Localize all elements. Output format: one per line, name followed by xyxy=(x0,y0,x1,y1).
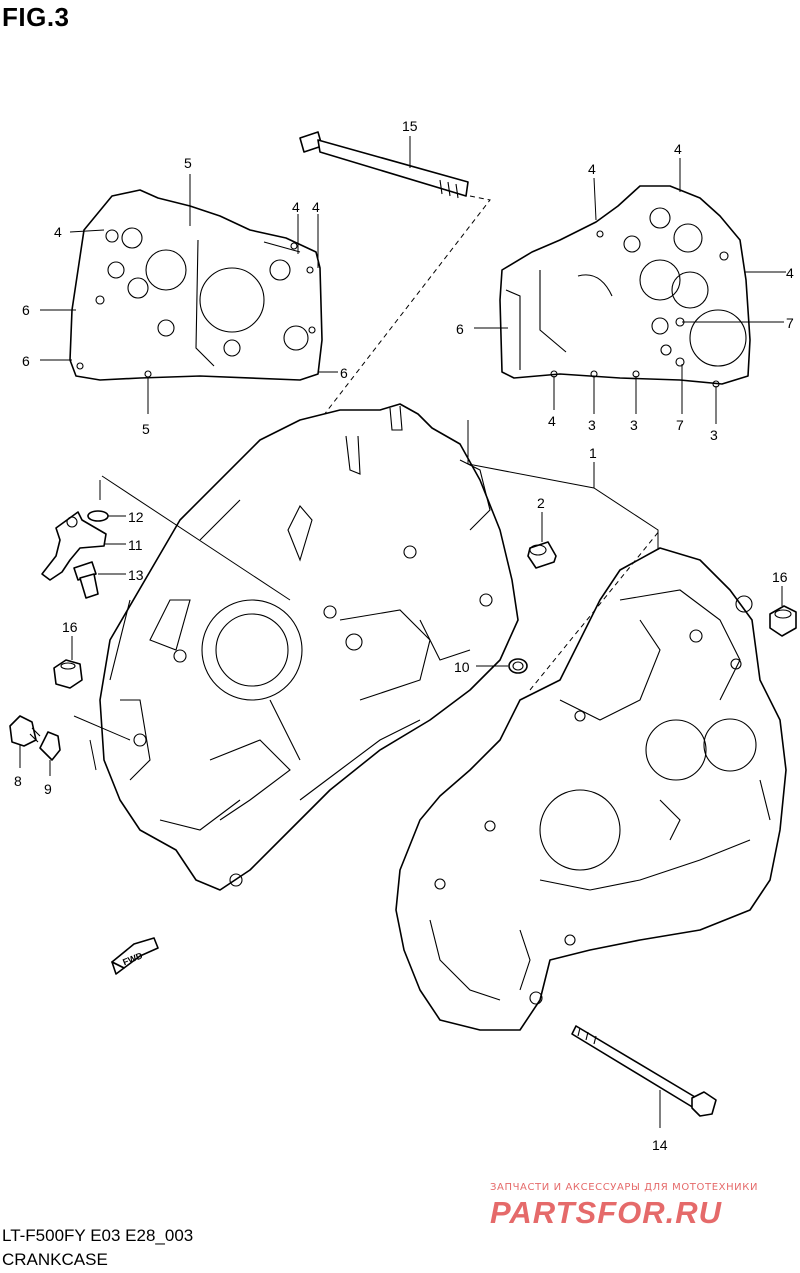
o-ring-10-part[interactable] xyxy=(508,658,528,674)
callout-2[interactable]: 2 xyxy=(537,495,545,511)
leader-4a xyxy=(69,229,105,233)
callout-4-mid[interactable]: 4 xyxy=(292,199,300,215)
gasket-right-part[interactable] xyxy=(499,185,751,388)
dowel-2-part[interactable] xyxy=(527,541,557,569)
callout-4-r-right[interactable]: 4 xyxy=(786,265,794,281)
figure-title: FIG.3 xyxy=(2,2,70,32)
leader-1 xyxy=(467,420,659,550)
crankcase-left-half-part[interactable] xyxy=(99,403,519,891)
callout-6-upper[interactable]: 6 xyxy=(22,302,30,318)
callout-16-right[interactable]: 16 xyxy=(772,569,788,585)
group-plug-outline xyxy=(73,715,131,771)
crankcase-right-half-part[interactable] xyxy=(395,547,787,1031)
watermark-logo: PARTSFOR.RU xyxy=(490,1195,723,1229)
model-code: LT-F500FY E03 E28_003 xyxy=(2,1226,194,1245)
callout-4-r-top[interactable]: 4 xyxy=(674,141,682,157)
callout-16-left[interactable]: 16 xyxy=(62,619,78,635)
callout-3-r-c[interactable]: 3 xyxy=(710,427,718,443)
callout-5-bottom[interactable]: 5 xyxy=(142,421,150,437)
callout-7-r-bottom[interactable]: 7 xyxy=(676,417,684,433)
callout-11[interactable]: 11 xyxy=(128,537,143,553)
washer-9-part[interactable] xyxy=(39,731,61,761)
leader-4d xyxy=(593,177,597,221)
watermark-brand: PARTSFOR.RU xyxy=(490,1195,723,1229)
nut-16-left-part[interactable] xyxy=(53,659,83,689)
nut-16-right-part[interactable] xyxy=(769,605,797,637)
bolt-14-part[interactable] xyxy=(571,1025,717,1117)
fwd-direction-arrow-icon: FWD xyxy=(111,937,159,975)
callout-6-r-left[interactable]: 6 xyxy=(456,321,464,337)
fitting-11-part[interactable] xyxy=(41,511,107,581)
group-fitting-outline xyxy=(99,475,291,601)
callout-12[interactable]: 12 xyxy=(128,509,144,525)
callout-13[interactable]: 13 xyxy=(128,567,144,583)
callout-3-r-a[interactable]: 3 xyxy=(588,417,596,433)
watermark-subtitle: ЗАПЧАСТИ И АКСЕССУАРЫ ДЛЯ МОТОТЕХНИКИ xyxy=(490,1182,759,1193)
callout-14[interactable]: 14 xyxy=(652,1137,668,1153)
callout-4-r-top-left[interactable]: 4 xyxy=(588,161,596,177)
bolt-13-part[interactable] xyxy=(73,561,99,599)
callout-4-r-bottom[interactable]: 4 xyxy=(548,413,556,429)
washer-12-part[interactable] xyxy=(87,510,109,522)
leader-1-dash xyxy=(529,529,661,691)
callout-15[interactable]: 15 xyxy=(402,118,418,134)
gasket-left-part[interactable] xyxy=(69,189,323,381)
section-name: CRANKCASE xyxy=(2,1250,108,1269)
callout-4-left[interactable]: 4 xyxy=(54,224,62,240)
callout-6-lower[interactable]: 6 xyxy=(22,353,30,369)
callout-1[interactable]: 1 xyxy=(589,445,597,461)
callout-4-right[interactable]: 4 xyxy=(312,199,320,215)
callout-5-top[interactable]: 5 xyxy=(184,155,192,171)
callout-6-bottom-right[interactable]: 6 xyxy=(340,365,348,381)
plug-8-part[interactable] xyxy=(9,715,41,747)
callout-8[interactable]: 8 xyxy=(14,773,22,789)
callout-3-r-b[interactable]: 3 xyxy=(630,417,638,433)
bolt-15-part[interactable] xyxy=(299,131,469,199)
callout-7-r-right[interactable]: 7 xyxy=(786,315,794,331)
callout-10[interactable]: 10 xyxy=(454,659,470,675)
callout-9[interactable]: 9 xyxy=(44,781,52,797)
leader-15-dash xyxy=(319,195,491,421)
